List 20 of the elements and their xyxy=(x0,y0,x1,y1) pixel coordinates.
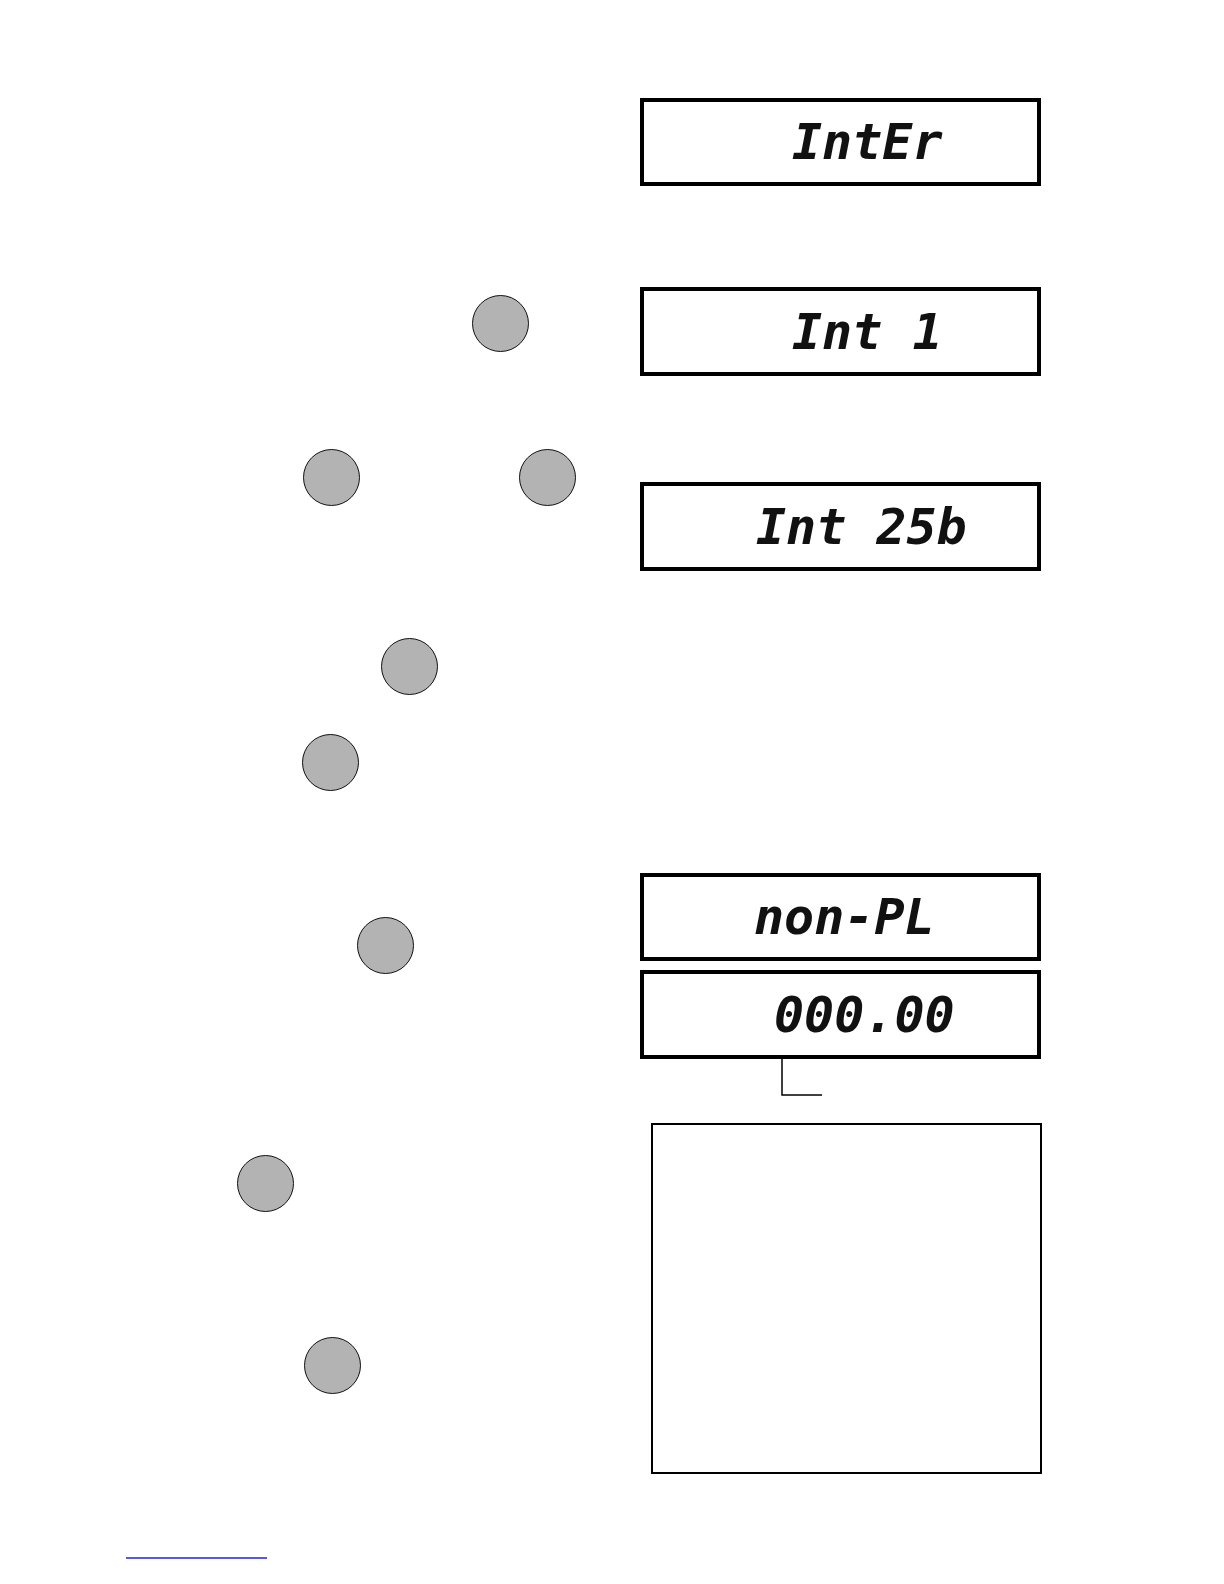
display-readout: IntEr xyxy=(792,113,943,171)
lcd-display xyxy=(640,287,1041,376)
round-button xyxy=(381,638,438,695)
display-readout: 000.00 xyxy=(774,985,955,1044)
display-readout: Int 25b xyxy=(756,497,967,556)
round-button xyxy=(357,917,414,974)
leader-line xyxy=(781,1058,823,1096)
lcd-display xyxy=(640,98,1041,186)
round-button xyxy=(304,1337,361,1394)
lcd-display xyxy=(640,970,1041,1059)
display-readout: non-PL xyxy=(754,888,935,946)
display-readout: Int 1 xyxy=(792,302,943,361)
lcd-display xyxy=(640,482,1041,571)
empty-panel xyxy=(651,1123,1042,1474)
round-button xyxy=(303,449,360,506)
round-button xyxy=(472,295,529,352)
round-button xyxy=(519,449,576,506)
round-button xyxy=(302,734,359,791)
round-button xyxy=(237,1155,294,1212)
lcd-display xyxy=(640,873,1041,961)
